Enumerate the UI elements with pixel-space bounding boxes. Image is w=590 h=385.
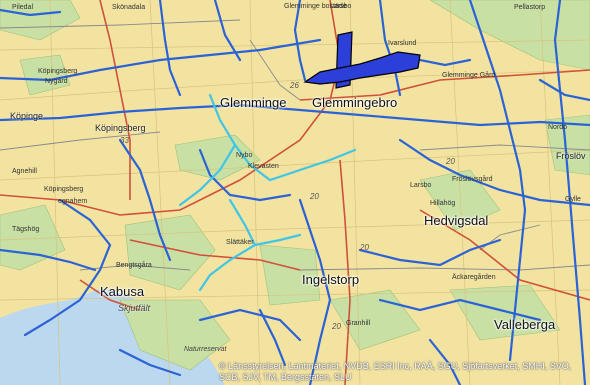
place-label: Glemminge Gård xyxy=(442,72,496,79)
place-label: Larsbo xyxy=(410,182,432,189)
road-number-label: 20 xyxy=(360,243,369,252)
minor-roads xyxy=(0,19,590,271)
place-label: Fröslövsgård xyxy=(452,176,493,183)
place-label: Glemminge xyxy=(220,95,287,110)
place-label: Ivarslund xyxy=(388,40,417,47)
place-label: Skjutfält xyxy=(118,303,151,313)
place-label: Hedvigsdal xyxy=(424,213,489,228)
place-label: Skönadala xyxy=(112,4,146,11)
place-label: Naturreservat xyxy=(184,346,227,353)
place-label: Köpingsberg xyxy=(38,68,78,75)
place-label: Köpingsberg xyxy=(44,186,84,193)
place-label: Nordö xyxy=(548,124,568,131)
place-label: Valleberga xyxy=(494,317,556,332)
attribution-text: © Länsstyrelsen, Lantmäteriet, NVDB, ESR… xyxy=(219,361,572,382)
place-label: Tägshög xyxy=(12,226,40,233)
place-label: Glemmingebro xyxy=(312,95,398,110)
place-label: Köpinge xyxy=(10,111,44,121)
place-label: Gylle xyxy=(565,196,581,203)
road-number-label: 33 xyxy=(120,136,129,145)
place-label: Glemminge bostäde xyxy=(284,3,347,10)
place-label: Pellastorp xyxy=(514,4,546,11)
place-label: Hillahög xyxy=(430,200,456,207)
ditch-network-cyan xyxy=(178,93,357,292)
place-label: Larsbo xyxy=(330,3,352,10)
place-label: Agnehill xyxy=(12,168,37,175)
road-number-label: 26 xyxy=(290,81,299,90)
place-label: Klevasten xyxy=(248,163,279,170)
selected-catchment xyxy=(303,31,421,89)
place-label: egnahem xyxy=(58,198,88,205)
road-number-label: 20 xyxy=(310,192,319,201)
place-label: Kabusa xyxy=(100,284,145,299)
place-label: Ingelstorp xyxy=(302,272,360,287)
place-label: Slättäker xyxy=(226,239,254,246)
place-label: Piledal xyxy=(12,4,34,11)
road-number-label: 20 xyxy=(446,157,455,166)
place-label: Fröslöv xyxy=(556,151,586,161)
place-label: Äckaregården xyxy=(452,274,496,281)
place-label: Nybo xyxy=(236,152,253,159)
place-label: Bengtsgåra xyxy=(116,262,152,269)
place-label: Nygård xyxy=(45,78,68,85)
road-number-label: 20 xyxy=(332,322,341,331)
place-label: Granhill xyxy=(346,320,371,327)
place-label: Köpingsberg xyxy=(95,123,146,133)
